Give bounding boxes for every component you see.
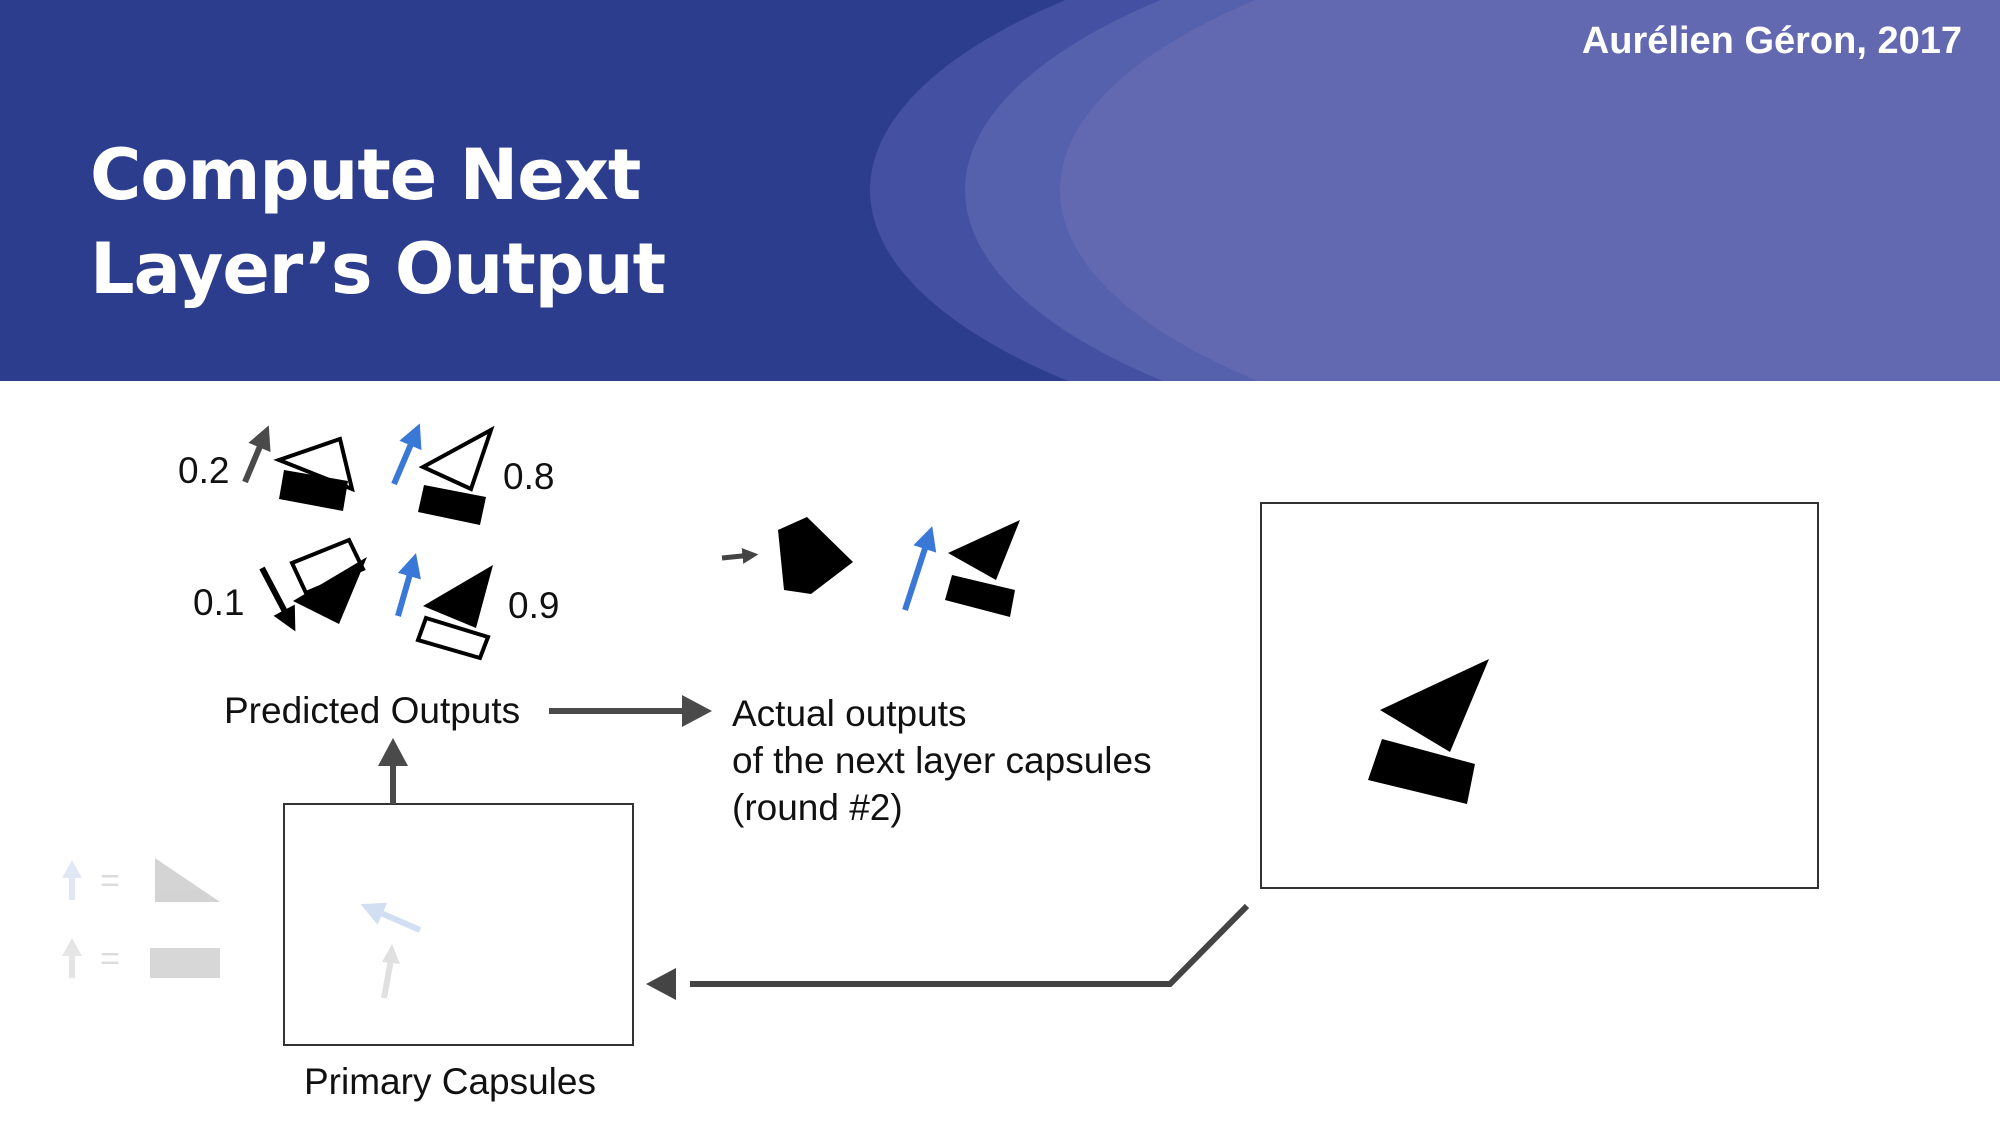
- faded-arrow-1: [360, 902, 422, 933]
- prediction-3: [259, 537, 367, 632]
- prediction-3-rectangle: [289, 537, 366, 596]
- prediction-2-triangle: [418, 425, 495, 492]
- slide-title: Compute Next Layer’s Output: [90, 134, 666, 310]
- image-box: [1260, 502, 1819, 889]
- weight-label-0-8: 0.8: [503, 456, 555, 497]
- prediction-4-rectangle: [415, 615, 491, 661]
- image-rectangle: [1368, 739, 1475, 804]
- actual-output-2-arrow: [902, 526, 937, 611]
- predicted-to-actual-arrowhead: [682, 695, 712, 727]
- weight-label-0-1: 0.1: [193, 582, 245, 623]
- prediction-3-triangle: [293, 557, 367, 624]
- prediction-4-triangle: [423, 565, 493, 628]
- actual-outputs-line-1: Actual outputs: [732, 693, 967, 734]
- prediction-4: [395, 553, 493, 661]
- actual-outputs-shapes: [721, 517, 1020, 617]
- faded-arrow-2-head: [382, 944, 400, 964]
- prediction-2: [391, 423, 495, 525]
- legend-equals-1: =: [100, 862, 120, 900]
- legend-arrow-1-head: [62, 860, 82, 878]
- actual-outputs-line-3: (round #2): [732, 787, 903, 828]
- feedback-arrowhead: [646, 968, 676, 1000]
- header-banner: Aurélien Géron, 2017 Compute Next Layer’…: [0, 0, 2000, 381]
- actual-output-2-rectangle: [945, 575, 1015, 617]
- legend-equals-2: =: [100, 940, 120, 978]
- prediction-4-arrow: [395, 553, 421, 617]
- prediction-2-rectangle: [418, 485, 486, 525]
- actual-output-2-triangle: [948, 520, 1020, 580]
- feedback-arrow-line: [690, 903, 1250, 987]
- actual-output-1-shape: [778, 517, 853, 594]
- author-credit: Aurélien Géron, 2017: [1581, 20, 1962, 62]
- primary-to-predicted-arrowhead: [378, 738, 408, 766]
- image-triangle: [1380, 659, 1489, 752]
- prediction-1-triangle: [273, 436, 355, 493]
- prediction-1-rectangle: [279, 470, 348, 511]
- primary-capsules-box: [283, 803, 634, 1046]
- prediction-2-arrow: [391, 423, 422, 486]
- faded-legend: [62, 858, 220, 978]
- actual-outputs-line-2: of the next layer capsules: [732, 740, 1152, 781]
- prediction-1-arrow: [242, 425, 271, 484]
- legend-arrow-2-head: [62, 938, 82, 956]
- actual-output-1-arrow: [721, 547, 759, 564]
- header-ellipse-3: [1060, 0, 2000, 381]
- primary-capsules-faded-arrows: [360, 902, 422, 999]
- prediction-3-arrow: [259, 566, 296, 632]
- legend-rectangle: [150, 948, 220, 978]
- weight-label-0-9: 0.9: [508, 585, 560, 626]
- weight-label-0-2: 0.2: [178, 450, 230, 491]
- primary-capsules-label: Primary Capsules: [304, 1061, 596, 1102]
- legend-triangle: [155, 858, 220, 902]
- predicted-outputs-label: Predicted Outputs: [224, 690, 521, 731]
- prediction-1: [242, 425, 355, 511]
